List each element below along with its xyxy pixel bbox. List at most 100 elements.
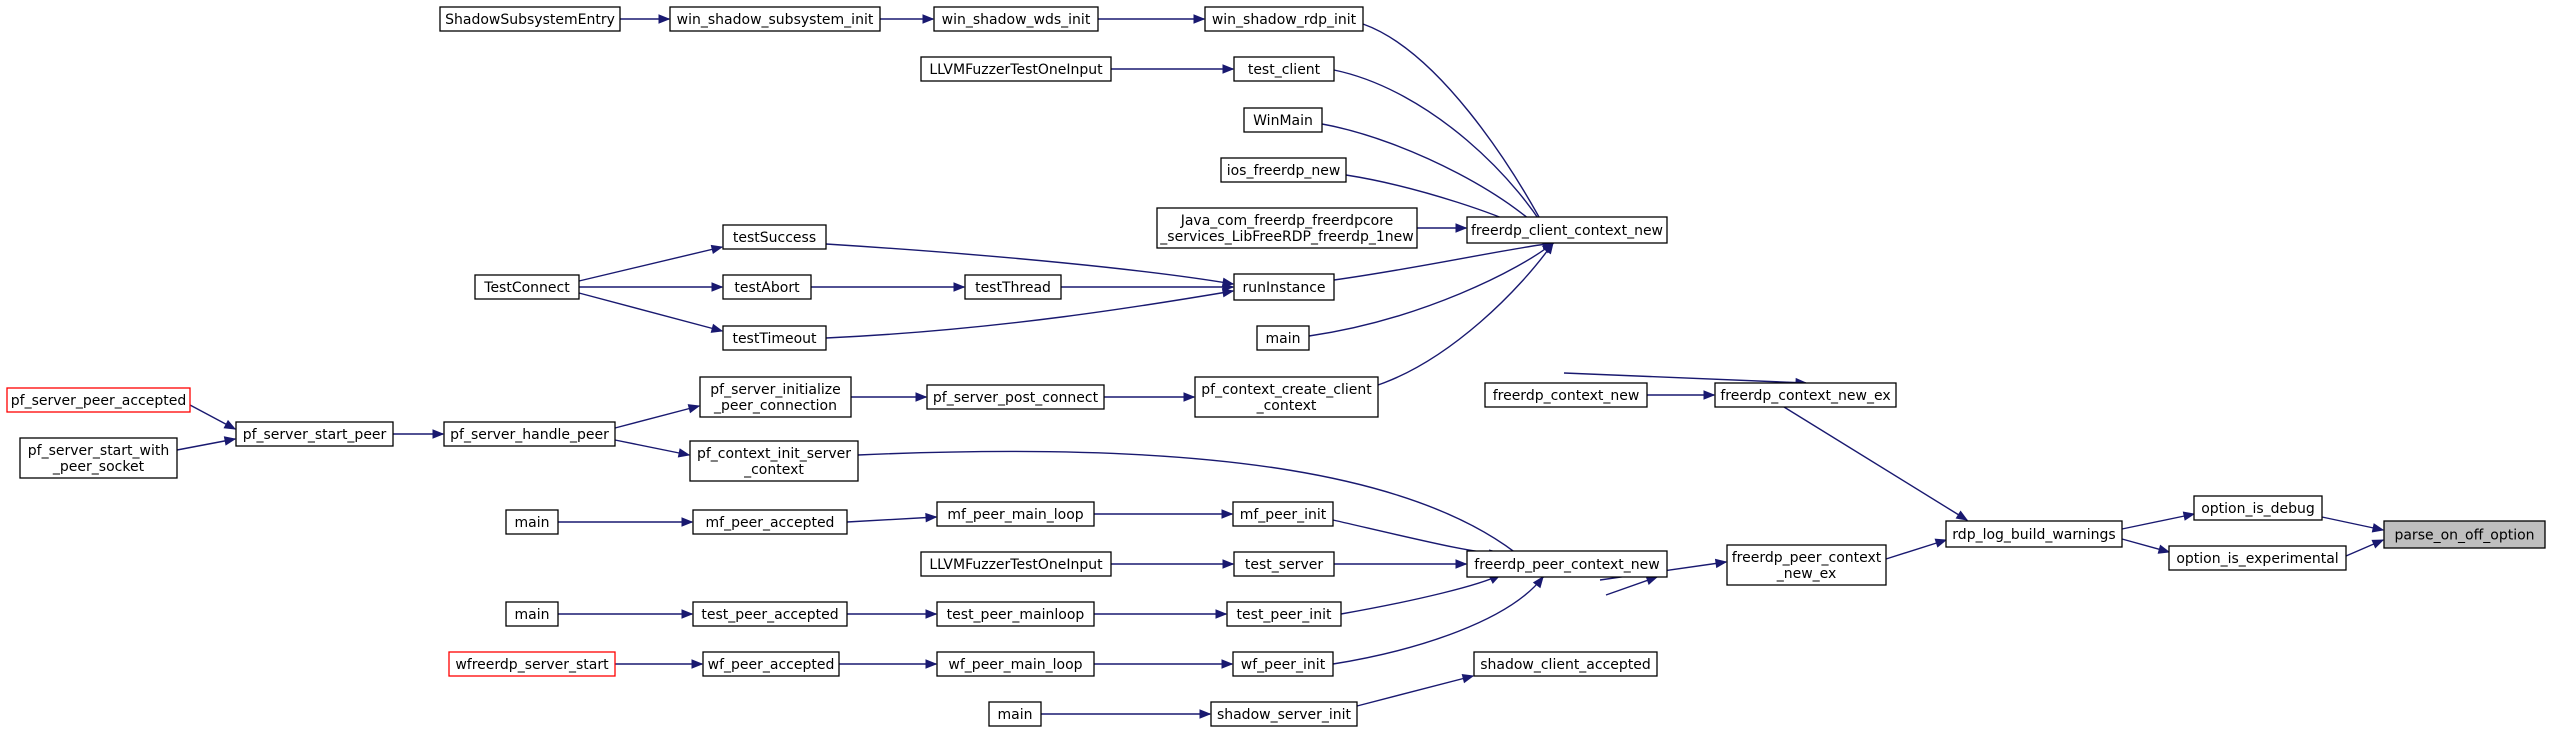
node-box [1232, 651, 1334, 677]
arrowhead [1222, 64, 1235, 74]
function-node[interactable]: rdp_log_build_warnings [1945, 520, 2123, 548]
function-node[interactable]: wf_peer_init [1232, 651, 1334, 677]
function-node[interactable]: freerdp_peer_context_new [1466, 550, 1668, 578]
function-node[interactable]: wf_peer_main_loop [936, 651, 1095, 677]
function-node[interactable]: test_client [1233, 56, 1335, 82]
node-label: pf_server_start_peer [243, 427, 387, 443]
function-node[interactable]: freerdp_peer_context_new_ex [1726, 544, 1887, 586]
node-label: pf_server_start_with [28, 443, 169, 459]
function-node[interactable]: runInstance [1233, 273, 1335, 301]
node-box [722, 325, 827, 351]
node-label: _context [743, 462, 804, 478]
function-node[interactable]: test_peer_mainloop [936, 601, 1095, 627]
function-node[interactable]: option_is_experimental [2168, 545, 2347, 571]
arrowhead [710, 244, 724, 255]
function-node[interactable]: freerdp_context_new_ex [1714, 382, 1897, 408]
function-node[interactable]: LLVMFuzzerTestOneInput [920, 551, 1112, 577]
function-node[interactable]: main [505, 509, 559, 535]
function-node[interactable]: wfreerdp_server_start [448, 651, 616, 677]
node-label: win_shadow_rdp_init [1212, 12, 1357, 28]
function-node[interactable]: testTimeout [722, 325, 827, 351]
function-node[interactable]: shadow_client_accepted [1473, 651, 1658, 677]
node-label: wf_peer_main_loop [948, 657, 1082, 673]
node-box [474, 274, 580, 300]
node-label: test_server [1245, 557, 1323, 573]
arrowhead [1543, 241, 1554, 255]
node-box [689, 440, 859, 482]
function-node[interactable]: main [505, 601, 559, 627]
node-label: wf_peer_accepted [708, 657, 835, 673]
function-node[interactable]: test_peer_init [1226, 601, 1342, 627]
arrowhead [925, 609, 938, 619]
function-node[interactable]: freerdp_client_context_new [1466, 216, 1668, 244]
call-edge [846, 516, 937, 523]
node-label: main [1266, 331, 1301, 347]
arrowhead [1455, 559, 1468, 569]
node-label: pf_server_handle_peer [450, 427, 609, 443]
function-node[interactable]: win_shadow_rdp_init [1204, 6, 1364, 32]
function-node[interactable]: win_shadow_subsystem_init [669, 6, 881, 32]
function-node[interactable]: testSuccess [722, 224, 827, 250]
function-node[interactable]: mf_peer_main_loop [936, 501, 1095, 527]
function-node[interactable]: pf_server_start_with_peer_socket [19, 437, 178, 479]
node-box [1220, 157, 1347, 183]
node-box [505, 601, 559, 627]
function-node[interactable]: option_is_debug [2193, 495, 2323, 521]
node-box [692, 509, 848, 535]
function-node[interactable]: Java_com_freerdp_freerdpcore_services_Li… [1156, 207, 1418, 249]
arrowhead [953, 282, 966, 292]
function-node[interactable]: shadow_server_init [1210, 701, 1358, 727]
function-node[interactable]: pf_server_initialize_peer_connection [699, 376, 852, 418]
function-node[interactable]: pf_context_init_server_context [689, 440, 859, 482]
node-label: LLVMFuzzerTestOneInput [929, 62, 1103, 78]
arrowhead [1221, 659, 1234, 669]
function-node[interactable]: testThread [964, 274, 1062, 300]
node-label: test_peer_init [1237, 607, 1332, 623]
node-box [920, 551, 1112, 577]
function-node[interactable]: main [1256, 325, 1310, 351]
node-label: win_shadow_wds_init [942, 12, 1091, 28]
function-node[interactable]: pf_server_start_peer [235, 421, 394, 447]
arrowhead [1215, 609, 1228, 619]
node-box [19, 437, 178, 479]
node-label: TestConnect [483, 280, 570, 296]
node-box [936, 601, 1095, 627]
node-label: option_is_experimental [2176, 551, 2338, 567]
call-edge [614, 405, 700, 429]
function-node[interactable]: freerdp_context_new [1484, 382, 1648, 408]
function-node[interactable]: wf_peer_accepted [702, 651, 840, 677]
node-box [1233, 551, 1335, 577]
function-node[interactable]: pf_context_create_client_context [1194, 376, 1379, 418]
function-node[interactable]: TestConnect [474, 274, 580, 300]
arrowhead [1703, 390, 1716, 400]
node-label: _peer_socket [52, 459, 145, 475]
function-node[interactable]: win_shadow_wds_init [933, 6, 1099, 32]
function-node[interactable]: pf_server_peer_accepted [6, 387, 191, 413]
call-edge [614, 439, 690, 456]
function-node[interactable]: LLVMFuzzerTestOneInput [920, 56, 1112, 82]
function-node[interactable]: ShadowSubsystemEntry [439, 6, 621, 32]
arrowhead [432, 429, 445, 439]
function-node[interactable]: pf_server_post_connect [926, 384, 1105, 410]
node-label: pf_server_post_connect [933, 390, 1099, 406]
node-box [448, 651, 616, 677]
node-label: rdp_log_build_warnings [1952, 527, 2115, 543]
function-node[interactable]: test_server [1233, 551, 1335, 577]
function-node[interactable]: mf_peer_accepted [692, 509, 848, 535]
node-label: main [998, 707, 1033, 723]
function-node[interactable]: ios_freerdp_new [1220, 157, 1347, 183]
function-node[interactable]: testAbort [722, 274, 812, 300]
node-label: shadow_server_init [1217, 707, 1352, 723]
function-node[interactable]: pf_server_handle_peer [443, 421, 616, 447]
function-node[interactable]: main [988, 701, 1042, 727]
call-edge [578, 292, 723, 332]
node-label: _context [1256, 398, 1317, 414]
call-edge [1356, 675, 1474, 707]
node-box [1726, 544, 1887, 586]
function-node[interactable]: mf_peer_init [1232, 501, 1334, 527]
function-node[interactable]: WinMain [1243, 107, 1323, 133]
function-node[interactable]: test_peer_accepted [692, 601, 848, 627]
node-box [722, 274, 812, 300]
arrowhead [687, 404, 701, 414]
